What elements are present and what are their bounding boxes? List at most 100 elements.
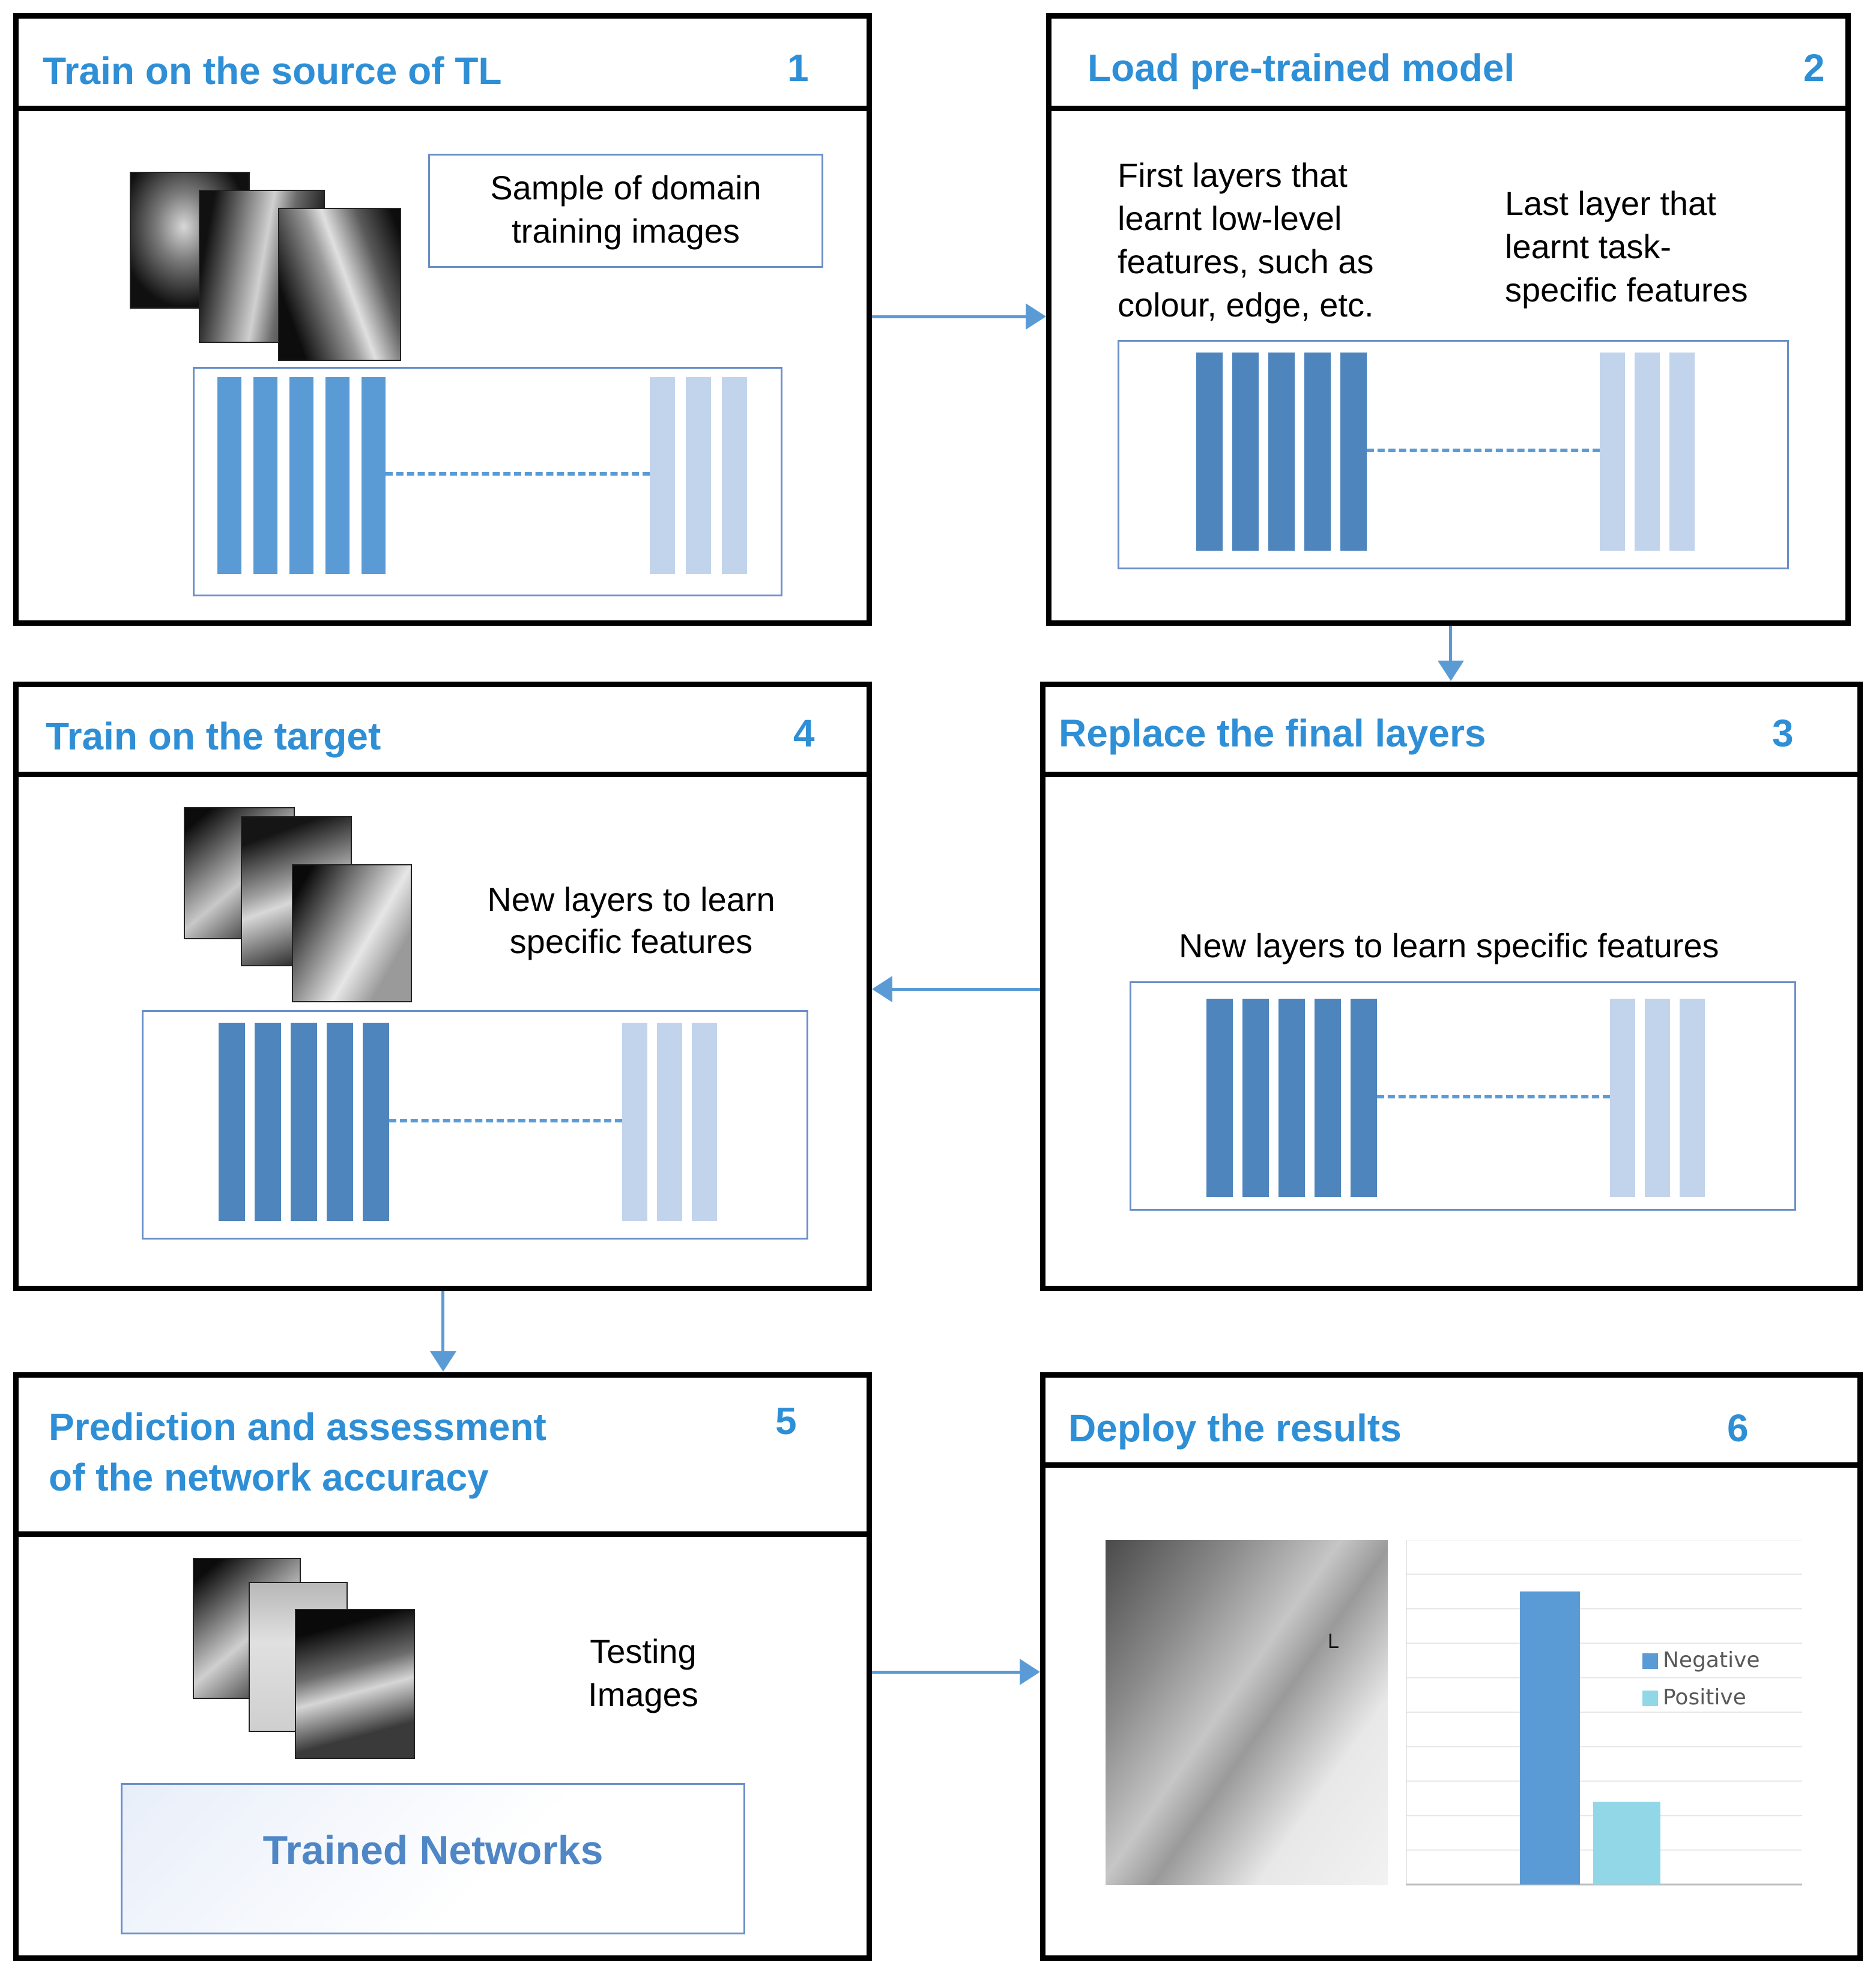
panel-header bbox=[1045, 1378, 1857, 1468]
last-layer-text-line: Last layer that bbox=[1505, 184, 1716, 222]
layer-bar bbox=[1680, 999, 1705, 1197]
layer-bar bbox=[289, 377, 313, 574]
layer-bar bbox=[686, 377, 711, 574]
legend-swatch-positive bbox=[1642, 1691, 1658, 1706]
layer-bar bbox=[1635, 353, 1660, 551]
caption-line: specific features bbox=[509, 922, 753, 960]
first-layers-text-line: learnt low-level bbox=[1118, 199, 1342, 237]
layer-bar bbox=[362, 377, 386, 574]
panel-train-target: Train on the target 4 New layers to lear… bbox=[13, 682, 872, 1291]
panel-title: Replace the final layers bbox=[1059, 712, 1486, 755]
dashed-connector bbox=[1367, 449, 1600, 452]
layer-bar bbox=[1351, 999, 1377, 1197]
arrow-connector bbox=[892, 988, 1040, 991]
network-diagram bbox=[142, 1010, 808, 1240]
panel-deploy-results: Deploy the results 6 L Probability Negat… bbox=[1040, 1372, 1863, 1961]
caption-line: New layers to learn bbox=[487, 880, 775, 918]
layer-bar bbox=[253, 377, 277, 574]
arrow-connector bbox=[872, 315, 1026, 318]
layer-bar bbox=[1600, 353, 1625, 551]
layer-bar bbox=[657, 1023, 682, 1221]
bar-negative bbox=[1520, 1591, 1580, 1885]
layer-bar bbox=[722, 377, 747, 574]
caption-line: Testing bbox=[590, 1632, 697, 1670]
layer-bar bbox=[1645, 999, 1670, 1197]
panel-title: Train on the target bbox=[46, 715, 381, 758]
arrow-connector bbox=[441, 1291, 444, 1351]
layer-bar bbox=[217, 377, 241, 574]
panel-header bbox=[1051, 19, 1845, 111]
panel-load-pretrained: Load pre-trained model 2 First layers th… bbox=[1046, 13, 1851, 626]
panel-number: 2 bbox=[1803, 46, 1825, 89]
xray-result-image: L bbox=[1106, 1540, 1388, 1885]
dashed-connector bbox=[389, 1119, 622, 1122]
bar-positive bbox=[1593, 1802, 1660, 1885]
layer-bar bbox=[219, 1023, 245, 1221]
layer-bar bbox=[1669, 353, 1695, 551]
panel-title: Load pre-trained model bbox=[1088, 46, 1515, 89]
panel-header bbox=[19, 687, 867, 777]
panel-replace-final-layers: Replace the final layers 3 New layers to… bbox=[1040, 682, 1863, 1291]
xray-forearm-image bbox=[295, 1609, 415, 1759]
dashed-connector bbox=[386, 472, 650, 476]
panel-title: Prediction and assessment bbox=[49, 1405, 546, 1449]
layer-bar bbox=[1304, 353, 1331, 551]
layer-bar bbox=[1206, 999, 1233, 1197]
layer-bar bbox=[291, 1023, 317, 1221]
panel-header bbox=[19, 19, 867, 111]
caption-line: Images bbox=[588, 1676, 698, 1713]
dashed-connector bbox=[1377, 1095, 1610, 1098]
caption-box: Sample of domain training images bbox=[428, 154, 823, 268]
first-layers-text-line: colour, edge, etc. bbox=[1118, 286, 1374, 324]
layer-bar bbox=[1196, 353, 1223, 551]
layer-bar bbox=[1278, 999, 1305, 1197]
arrow-head bbox=[1026, 303, 1046, 330]
arrow-connector bbox=[1449, 626, 1452, 661]
network-diagram bbox=[1130, 981, 1796, 1211]
caption-text: New layers to learn specific features bbox=[1179, 927, 1719, 964]
layer-bar bbox=[325, 377, 349, 574]
trained-networks-box: Trained Networks bbox=[121, 1783, 745, 1934]
network-diagram bbox=[1118, 340, 1789, 569]
arrow-head bbox=[430, 1351, 456, 1372]
layer-bar bbox=[1232, 353, 1259, 551]
xray-knee-lateral-image bbox=[278, 208, 401, 361]
layer-bar bbox=[327, 1023, 353, 1221]
panel-header bbox=[1045, 687, 1857, 777]
layer-bar bbox=[1315, 999, 1341, 1197]
arrow-head bbox=[872, 976, 892, 1002]
xray-marker: L bbox=[1328, 1630, 1339, 1653]
panel-number: 1 bbox=[787, 46, 809, 89]
panel-title: of the network accuracy bbox=[49, 1456, 489, 1499]
panel-title: Train on the source of TL bbox=[43, 49, 502, 92]
legend-swatch-negative bbox=[1642, 1653, 1658, 1669]
panel-number: 4 bbox=[793, 712, 815, 755]
first-layers-text-line: features, such as bbox=[1118, 243, 1374, 280]
layer-bar bbox=[363, 1023, 389, 1221]
panel-prediction-assessment: Prediction and assessment of the network… bbox=[13, 1372, 872, 1961]
legend-label-negative: Negative bbox=[1663, 1648, 1760, 1673]
last-layer-text-line: learnt task- bbox=[1505, 228, 1671, 265]
trained-networks-label: Trained Networks bbox=[262, 1827, 604, 1873]
panel-header bbox=[19, 1378, 867, 1537]
arrow-connector bbox=[872, 1671, 1020, 1674]
legend-label-positive: Positive bbox=[1663, 1685, 1746, 1710]
panel-title: Deploy the results bbox=[1068, 1406, 1402, 1450]
layer-bar bbox=[1242, 999, 1269, 1197]
last-layer-text-line: specific features bbox=[1505, 271, 1748, 309]
layer-bar bbox=[1340, 353, 1367, 551]
arrow-head bbox=[1438, 661, 1464, 681]
layer-bar bbox=[622, 1023, 647, 1221]
xray-arm-image bbox=[292, 864, 412, 1002]
caption-line: training images bbox=[512, 212, 740, 250]
layer-bar bbox=[255, 1023, 281, 1221]
layer-bar bbox=[1610, 999, 1635, 1197]
first-layers-text-line: First layers that bbox=[1118, 156, 1348, 194]
probability-chart: Probability Negative Positive bbox=[1406, 1540, 1802, 1886]
layer-bar bbox=[692, 1023, 717, 1221]
panel-number: 6 bbox=[1727, 1406, 1749, 1450]
arrow-head bbox=[1020, 1659, 1040, 1685]
panel-number: 3 bbox=[1772, 712, 1794, 755]
caption-line: Sample of domain bbox=[490, 169, 761, 207]
panel-number: 5 bbox=[775, 1399, 797, 1443]
